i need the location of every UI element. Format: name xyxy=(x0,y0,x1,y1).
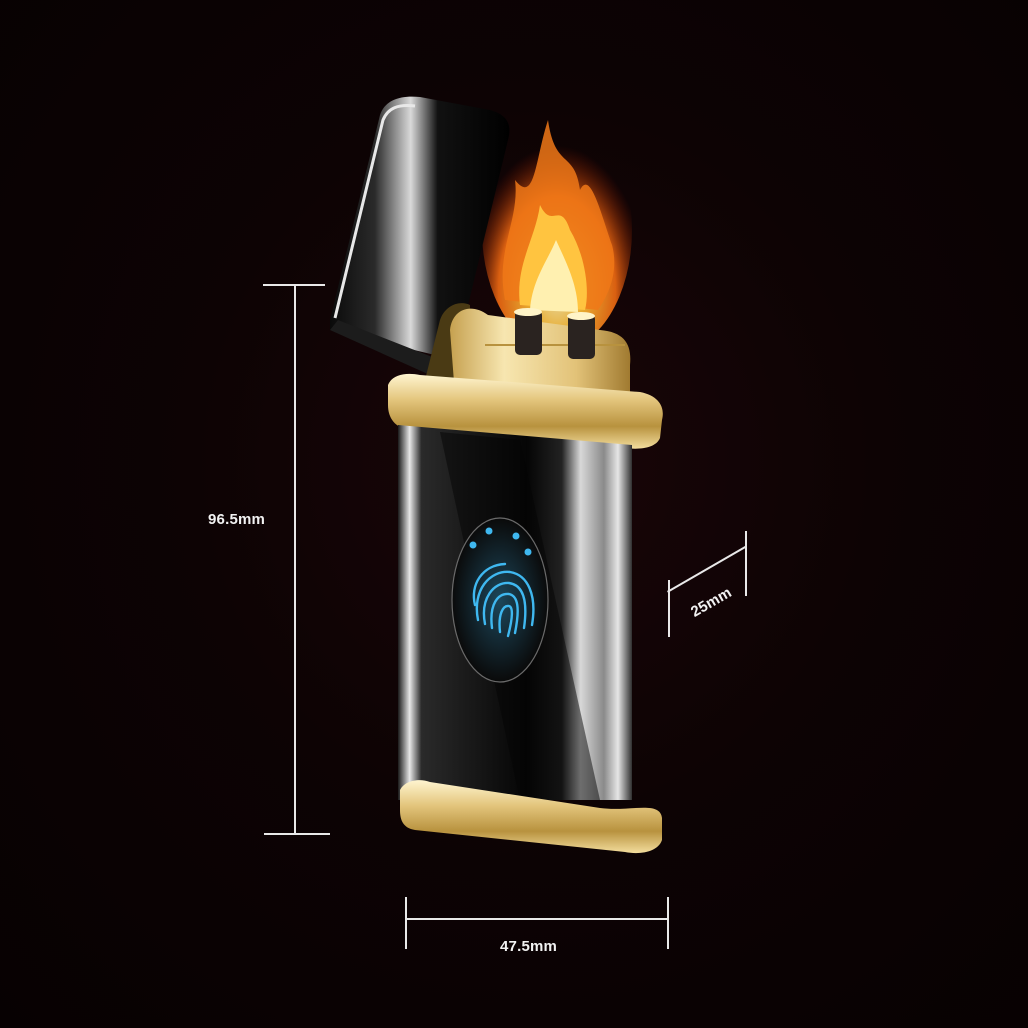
height-label: 96.5mm xyxy=(208,511,266,528)
width-dimension-line xyxy=(406,918,668,920)
width-dimension-left-tick xyxy=(405,897,407,949)
depth-dimension-left-tick xyxy=(668,580,670,637)
electrode-left xyxy=(515,310,542,355)
flame xyxy=(482,110,632,350)
chimney xyxy=(450,308,631,395)
base-trim xyxy=(400,780,662,854)
electrode-right xyxy=(568,314,595,359)
fingerprint-sensor[interactable] xyxy=(451,517,549,683)
height-dimension-bottom-tick xyxy=(264,833,330,835)
width-dimension-right-tick xyxy=(667,897,669,949)
height-dimension-line xyxy=(294,285,296,833)
width-label: 47.5mm xyxy=(500,938,558,955)
depth-dimension-right-tick xyxy=(745,531,747,596)
top-collar xyxy=(388,373,663,449)
fingerprint-icon xyxy=(472,562,535,638)
lighter-lid xyxy=(330,96,510,375)
indicator-dots xyxy=(469,527,532,556)
